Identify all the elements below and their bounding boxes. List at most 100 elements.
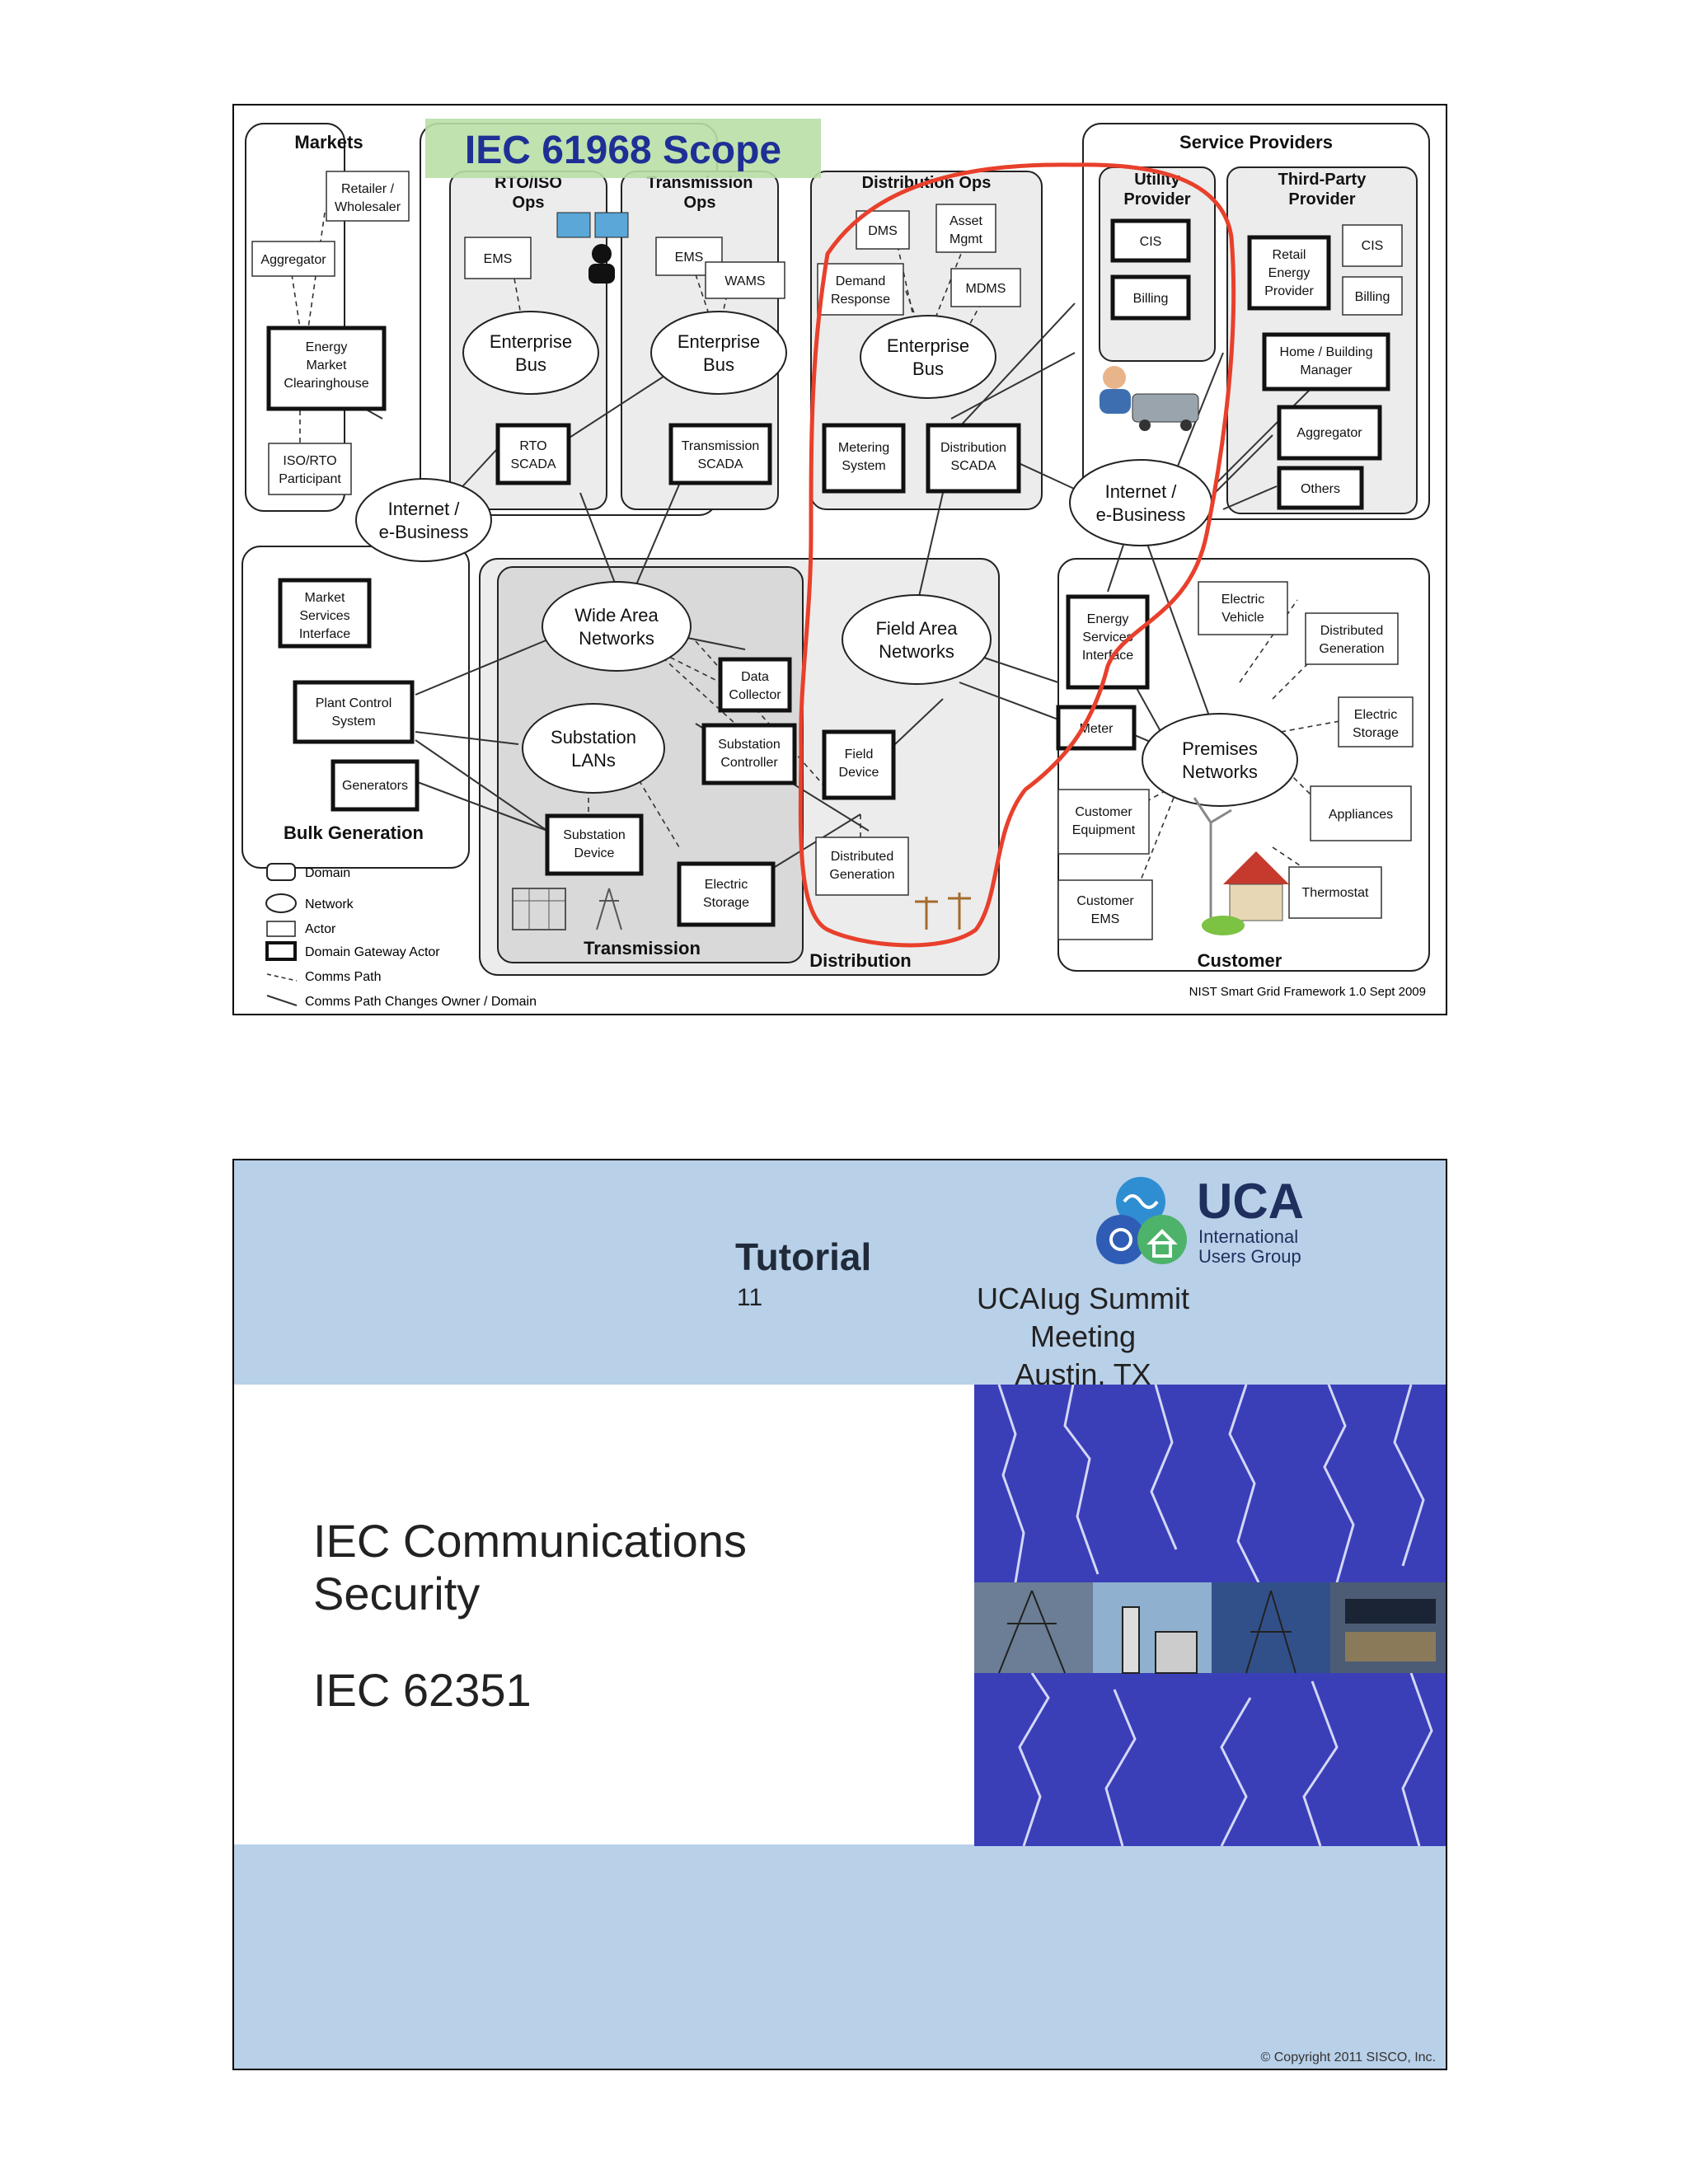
markets-label: Markets — [294, 132, 363, 152]
svg-text:LANs: LANs — [571, 750, 616, 771]
svg-text:Networks: Networks — [579, 628, 654, 649]
svg-text:WAMS: WAMS — [724, 274, 765, 288]
svg-text:UCA: UCA — [1197, 1174, 1304, 1229]
svg-text:Manager: Manager — [1300, 363, 1353, 377]
smart-grid-diagram: .dom { fill:#fff; stroke:#222; stroke-wi… — [241, 119, 1430, 1009]
main-title-line-1: IEC Communications — [313, 1515, 747, 1567]
lightning-collage-image — [974, 1385, 1446, 1846]
svg-text:Networks: Networks — [1182, 762, 1258, 782]
legend-comms-path: Comms Path — [305, 970, 381, 984]
svg-text:SCADA: SCADA — [950, 459, 996, 473]
svg-text:Distributed: Distributed — [1320, 624, 1383, 638]
power-pole-icon — [915, 893, 971, 930]
svg-text:Generation: Generation — [1319, 642, 1384, 656]
svg-text:Distribution: Distribution — [940, 441, 1006, 455]
svg-text:EMS: EMS — [1091, 912, 1120, 926]
svg-text:Thermostat: Thermostat — [1302, 886, 1369, 900]
substation-lans: Substation LANs — [522, 703, 665, 794]
svg-text:Internet /: Internet / — [1105, 481, 1178, 502]
svg-text:Aggregator: Aggregator — [260, 253, 326, 267]
svg-text:Storage: Storage — [1353, 726, 1399, 740]
actors: Retailer / Wholesaler Aggregator Energy … — [251, 171, 1414, 940]
svg-text:Transmission: Transmission — [682, 439, 760, 453]
iec-61968-scope-outline — [798, 162, 1236, 948]
distribution-label: Distribution — [809, 950, 911, 971]
main-title-line-2: Security — [313, 1568, 481, 1619]
svg-text:DMS: DMS — [868, 224, 898, 238]
svg-text:Asset: Asset — [950, 214, 983, 228]
svg-text:Substation: Substation — [563, 828, 626, 842]
svg-text:CIS: CIS — [1362, 239, 1384, 253]
svg-text:Market: Market — [307, 359, 347, 373]
svg-text:Home / Building: Home / Building — [1280, 345, 1373, 359]
field-area-networks: Field Area Networks — [842, 594, 992, 685]
svg-text:Equipment: Equipment — [1072, 823, 1136, 837]
svg-text:Controller: Controller — [720, 756, 778, 770]
svg-text:Device: Device — [574, 846, 615, 860]
main-subtitle: IEC 62351 — [313, 1664, 532, 1716]
svg-text:Networks: Networks — [879, 641, 954, 662]
third-party-label-2: Provider — [1288, 190, 1355, 209]
svg-text:Enterprise: Enterprise — [678, 331, 760, 352]
svg-text:Distributed: Distributed — [831, 850, 893, 864]
diagram-source: NIST Smart Grid Framework 1.0 Sept 2009 — [1189, 985, 1426, 999]
enterprise-bus-rto: Enterprise Bus — [462, 311, 599, 395]
svg-text:Metering: Metering — [838, 441, 889, 455]
customer-label: Customer — [1198, 950, 1282, 971]
svg-text:International: International — [1198, 1226, 1298, 1247]
svg-text:Market: Market — [305, 591, 345, 605]
enterprise-bus-transmission: Enterprise Bus — [650, 311, 787, 395]
svg-text:SCADA: SCADA — [697, 457, 743, 471]
svg-text:Device: Device — [839, 766, 879, 780]
meeting-info: UCAIug Summit Meeting Austin, TX — [959, 1280, 1207, 1394]
svg-text:Field: Field — [845, 748, 874, 762]
svg-text:Retailer /: Retailer / — [341, 182, 395, 196]
svg-text:Enterprise: Enterprise — [490, 331, 572, 352]
svg-text:Field Area: Field Area — [875, 618, 958, 639]
svg-text:Substation: Substation — [551, 727, 636, 748]
legend-gateway: Domain Gateway Actor — [305, 945, 440, 959]
svg-text:Generators: Generators — [342, 779, 408, 793]
svg-text:e-Business: e-Business — [1096, 504, 1186, 525]
rto-iso-label-1: RTO/ISO — [495, 174, 562, 192]
tutorial-title: Tutorial — [735, 1235, 872, 1278]
svg-text:Retail: Retail — [1273, 248, 1306, 262]
svg-text:SCADA: SCADA — [510, 457, 556, 471]
svg-text:MDMS: MDMS — [966, 282, 1006, 296]
svg-text:Customer: Customer — [1075, 805, 1132, 819]
svg-text:Energy: Energy — [306, 340, 348, 354]
utility-provider-label-2: Provider — [1123, 190, 1190, 209]
svg-text:EMS: EMS — [484, 252, 513, 266]
svg-text:Billing: Billing — [1133, 292, 1169, 306]
svg-text:Customer: Customer — [1076, 894, 1134, 908]
substation-icon — [512, 888, 622, 930]
svg-text:Generation: Generation — [829, 868, 894, 882]
svg-text:Plant Control: Plant Control — [316, 696, 392, 710]
svg-text:Services: Services — [299, 609, 349, 623]
slide-number: 11 — [737, 1284, 763, 1311]
legend-network: Network — [305, 898, 354, 912]
svg-text:Collector: Collector — [729, 688, 781, 702]
copyright-notice: © Copyright 2011 SISCO, Inc. — [1260, 2050, 1436, 2064]
svg-text:System: System — [842, 459, 885, 473]
svg-text:e-Business: e-Business — [379, 522, 469, 542]
svg-text:Meter: Meter — [1080, 722, 1114, 736]
meeting-name: UCAIug Summit Meeting — [976, 1282, 1190, 1353]
header-band — [234, 1160, 1446, 1385]
scope-label: IEC 61968 Scope — [465, 129, 781, 172]
svg-text:Storage: Storage — [703, 896, 749, 910]
premises-networks: Premises Networks — [1142, 713, 1298, 807]
svg-text:Premises: Premises — [1182, 738, 1258, 759]
svg-text:Electric: Electric — [1221, 593, 1264, 607]
enterprise-bus-distribution: Enterprise Bus — [860, 315, 996, 399]
utility-worker-truck-icon — [1100, 366, 1199, 431]
rto-iso-label-2: Ops — [513, 194, 545, 212]
bulk-generation-label: Bulk Generation — [284, 823, 424, 843]
svg-text:Enterprise: Enterprise — [887, 335, 969, 356]
legend-comms-path-changes: Comms Path Changes Owner / Domain — [305, 995, 537, 1009]
home-wind-turbine-icon — [1193, 797, 1289, 935]
svg-text:Bus: Bus — [912, 359, 944, 379]
svg-text:Data: Data — [741, 670, 769, 684]
operator-icon — [556, 212, 629, 284]
svg-text:Provider: Provider — [1264, 284, 1314, 298]
